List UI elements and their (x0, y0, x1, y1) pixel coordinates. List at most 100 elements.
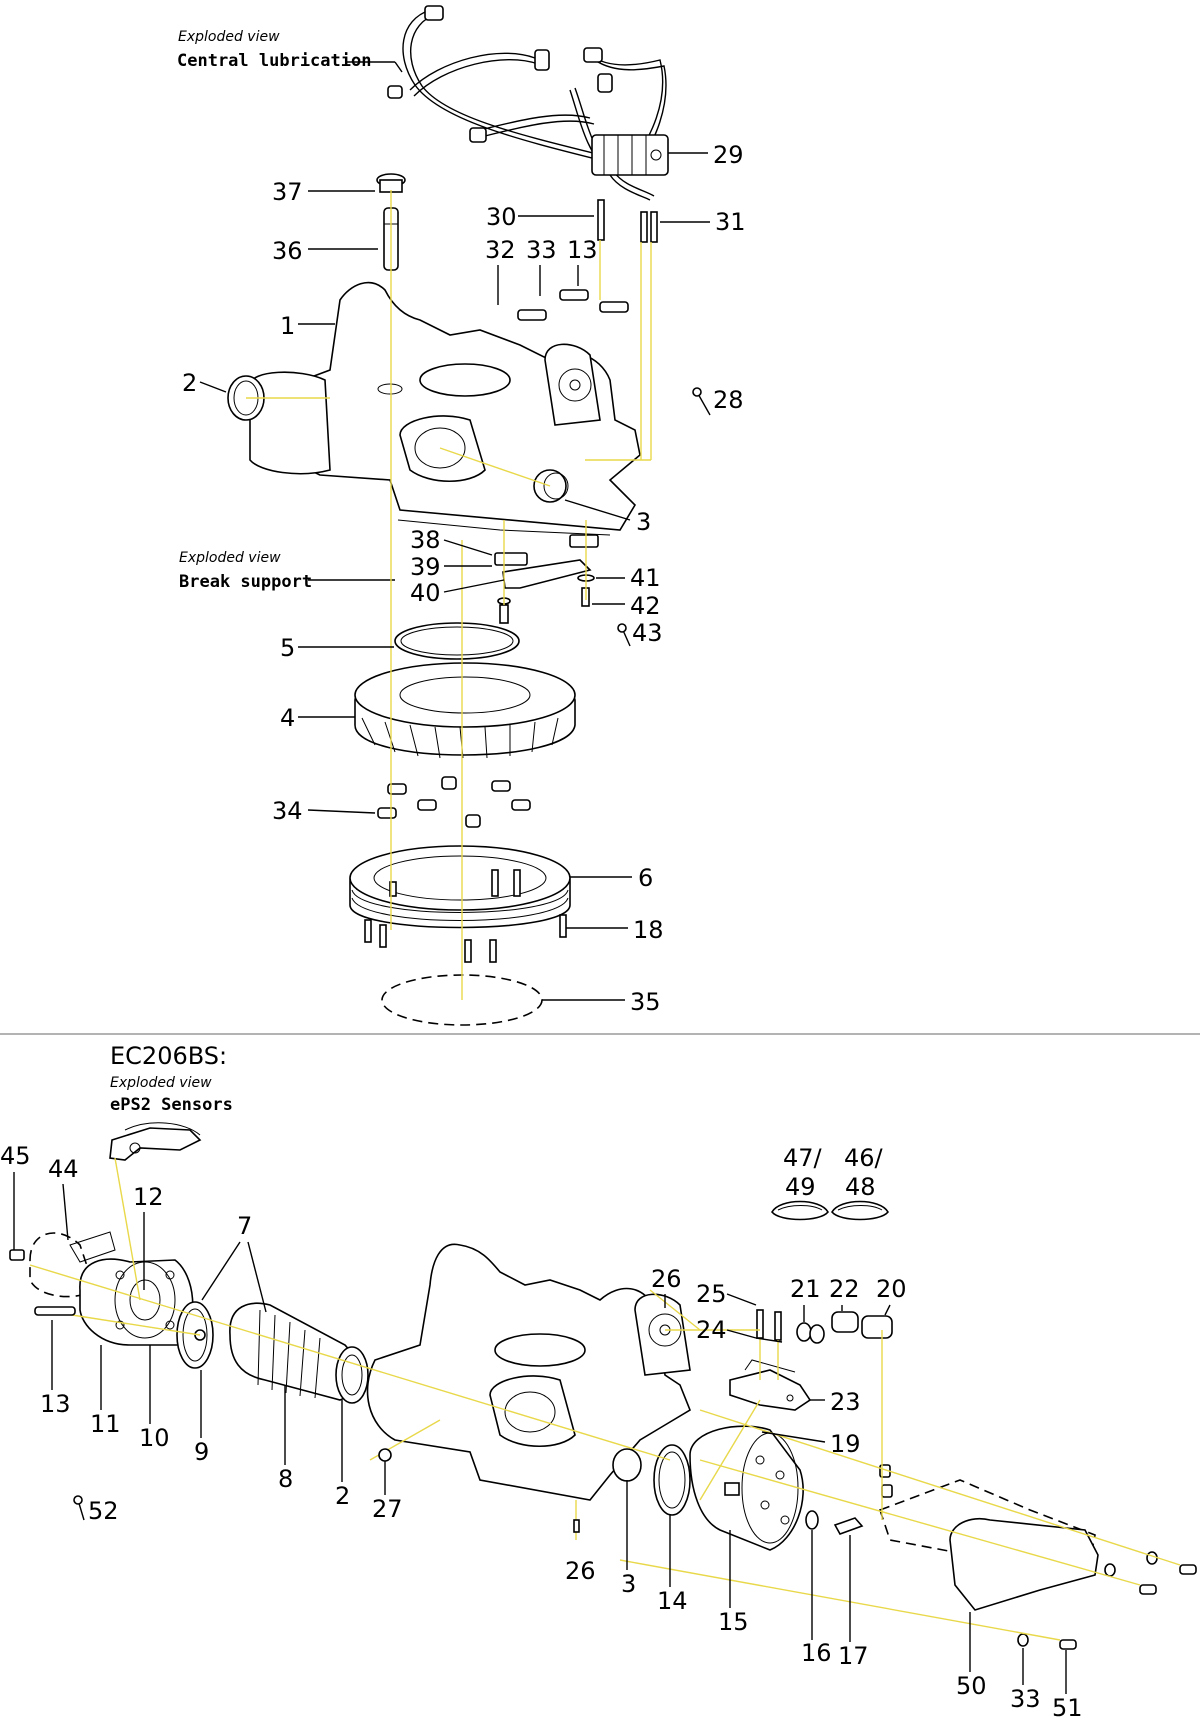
svg-text:34: 34 (272, 797, 303, 825)
motor-15 (689, 1425, 804, 1551)
callout-4: 4 (280, 704, 355, 732)
svg-text:30: 30 (486, 203, 517, 231)
caption-eps2-sensors: Exploded view ePS2 Sensors (110, 1075, 233, 1115)
rollers-34 (377, 776, 531, 828)
svg-text:43: 43 (632, 619, 663, 647)
svg-text:3: 3 (621, 1570, 636, 1598)
svg-text:16: 16 (801, 1639, 832, 1667)
callout-6: 6 (570, 864, 653, 892)
svg-text:Break support: Break support (179, 572, 312, 592)
plug-37 (376, 173, 406, 193)
fittings-21-22-20 (796, 1311, 893, 1344)
callout-2: 2 (182, 369, 227, 397)
callout-13-top: 13 (517, 236, 629, 321)
callout-32: 32 (485, 236, 516, 305)
svg-text:9: 9 (194, 1438, 209, 1466)
callout-26-bottom: 26 (565, 1519, 596, 1585)
bushing-3-bottom (612, 1448, 642, 1482)
svg-text:27: 27 (372, 1495, 403, 1523)
svg-text:46/: 46/ (844, 1144, 884, 1172)
callout-10: 10 (139, 1345, 170, 1452)
svg-text:Central lubrication: Central lubrication (177, 51, 371, 71)
callout-28: 28 (692, 386, 744, 416)
callout-35: 35 (542, 988, 661, 1016)
bellows-8 (229, 1302, 355, 1401)
bolt-17 (833, 1517, 864, 1535)
svg-text:31: 31 (715, 208, 746, 236)
svg-text:37: 37 (272, 178, 303, 206)
break-support-parts (494, 534, 599, 624)
callout-2-bottom: 2 (335, 1400, 350, 1510)
callout-27: 27 (372, 1448, 403, 1523)
svg-text:51: 51 (1052, 1694, 1083, 1722)
gear-4 (354, 662, 576, 759)
flange-11-10 (79, 1258, 194, 1346)
svg-text:33: 33 (1010, 1685, 1041, 1713)
callout-45: 45 (0, 1142, 31, 1250)
callout-30: 30 (486, 203, 594, 231)
svg-text:26: 26 (565, 1557, 596, 1585)
svg-text:42: 42 (630, 592, 661, 620)
callout-41: 41 (596, 564, 661, 592)
svg-text:44: 44 (48, 1155, 79, 1183)
svg-text:41: 41 (630, 564, 661, 592)
bearing-ring-6 (349, 845, 571, 929)
callout-18: 18 (566, 916, 664, 944)
callout-16: 16 (801, 1530, 832, 1667)
svg-text:52: 52 (88, 1497, 119, 1525)
callout-11: 11 (90, 1345, 121, 1438)
bracket-23 (729, 1359, 812, 1411)
svg-text:39: 39 (410, 553, 441, 581)
callout-21: 21 (790, 1275, 821, 1322)
callout-15: 15 (718, 1530, 749, 1636)
callout-33-top: 33 (526, 236, 557, 296)
svg-text:33: 33 (526, 236, 557, 264)
callout-22: 22 (829, 1275, 860, 1311)
cover-50 (878, 1464, 1099, 1611)
callout-33-bottom: 33 (1010, 1648, 1041, 1713)
callout-19: 19 (761, 1430, 861, 1458)
washer-16 (805, 1510, 819, 1530)
svg-text:Exploded view: Exploded view (178, 29, 280, 45)
callout-20: 20 (876, 1275, 907, 1316)
svg-text:7: 7 (237, 1212, 252, 1240)
svg-text:50: 50 (956, 1672, 987, 1700)
svg-text:14: 14 (657, 1587, 688, 1615)
svg-text:5: 5 (280, 634, 295, 662)
screws-25 (756, 1309, 782, 1341)
svg-text:38: 38 (410, 526, 441, 554)
svg-text:Exploded view: Exploded view (179, 550, 281, 566)
housing-bottom (366, 1243, 691, 1501)
callout-44: 44 (48, 1155, 79, 1241)
svg-text:22: 22 (829, 1275, 860, 1303)
svg-text:19: 19 (830, 1430, 861, 1458)
callout-12: 12 (133, 1183, 164, 1290)
svg-text:3: 3 (636, 508, 651, 536)
sensor-cover-44-45 (9, 1231, 116, 1298)
main-housing (249, 281, 641, 536)
svg-text:12: 12 (133, 1183, 164, 1211)
svg-text:Exploded view: Exploded view (110, 1075, 212, 1091)
svg-text:6: 6 (638, 864, 653, 892)
callout-36: 36 (272, 237, 378, 265)
callout-26-top: 26 (651, 1265, 682, 1308)
callout-9: 9 (194, 1370, 209, 1466)
lubrication-distributor (591, 134, 669, 176)
svg-text:8: 8 (278, 1465, 293, 1493)
caption-break-support: Exploded view Break support (179, 550, 395, 592)
svg-text:10: 10 (139, 1424, 170, 1452)
callout-17: 17 (838, 1535, 869, 1670)
svg-text:48: 48 (845, 1173, 876, 1201)
svg-text:32: 32 (485, 236, 516, 264)
svg-text:4: 4 (280, 704, 295, 732)
callout-29: 29 (668, 141, 744, 169)
callout-47-49: 47/ 49 (783, 1144, 823, 1201)
callout-51: 51 (1052, 1650, 1083, 1722)
svg-text:36: 36 (272, 237, 303, 265)
svg-text:26: 26 (651, 1265, 682, 1293)
callout-3-bottom: 3 (621, 1480, 636, 1598)
svg-text:11: 11 (90, 1410, 121, 1438)
bushing-3 (533, 469, 569, 503)
seal-pair-47-49 (771, 1200, 829, 1221)
